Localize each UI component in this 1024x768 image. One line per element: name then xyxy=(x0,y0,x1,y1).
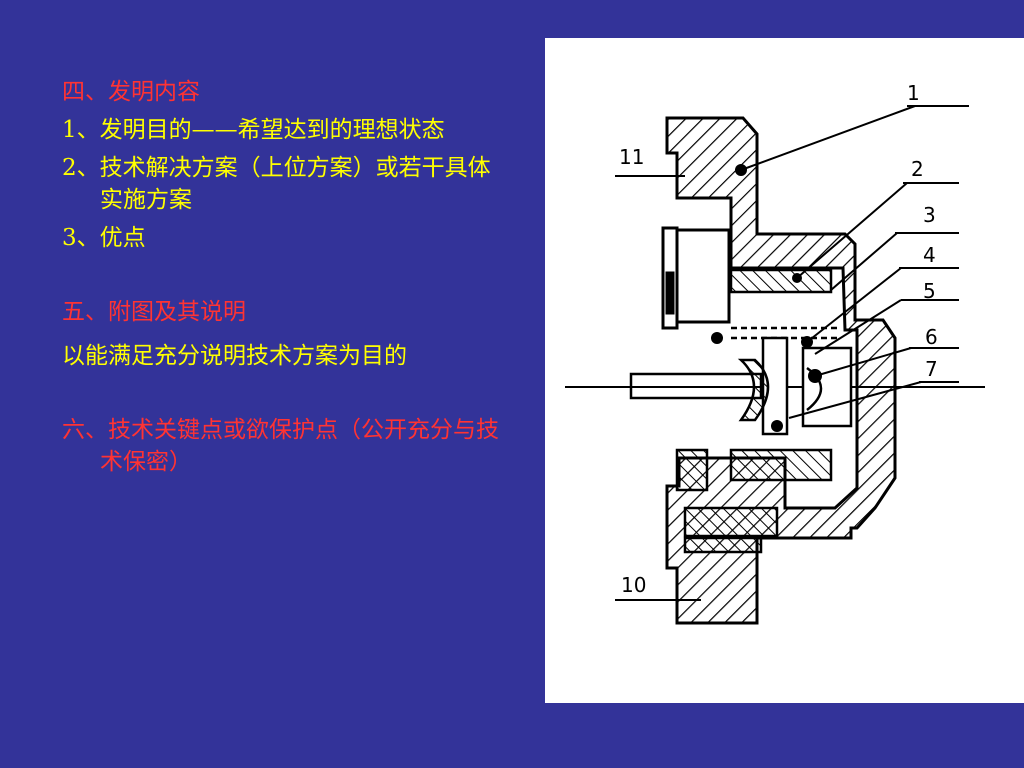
leader-lines xyxy=(615,105,969,601)
callout-1: 1 xyxy=(907,81,920,105)
callout-5: 5 xyxy=(923,279,936,303)
heading-key-points: 六、技术关键点或欲保护点（公开充分与技术保密） xyxy=(62,417,499,475)
item-technical-solution: 2、技术解决方案（上位方案）或若干具体实施方案 xyxy=(62,155,491,213)
outline-text: 四、发明内容 1、发明目的——希望达到的理想状态 2、技术解决方案（上位方案）或… xyxy=(62,76,502,478)
patent-cross-section-drawing: 1 2 3 4 5 6 7 10 11 xyxy=(565,81,985,625)
patent-drawing-panel: 1 2 3 4 5 6 7 10 11 xyxy=(545,38,1024,703)
callout-7: 7 xyxy=(925,357,938,381)
callout-6: 6 xyxy=(925,325,938,349)
left-cover xyxy=(661,226,731,330)
callout-labels: 1 2 3 4 5 6 7 10 11 xyxy=(619,81,938,597)
item-invention-purpose: 1、发明目的——希望达到的理想状态 xyxy=(62,117,445,143)
callout-11: 11 xyxy=(619,145,644,169)
callout-2: 2 xyxy=(911,157,924,181)
callout-4: 4 xyxy=(923,243,936,267)
shaft xyxy=(565,336,985,436)
callout-3: 3 xyxy=(923,203,936,227)
callout-10: 10 xyxy=(621,573,646,597)
housing xyxy=(665,116,897,625)
heading-drawings: 五、附图及其说明 xyxy=(62,299,246,325)
item-advantages: 3、优点 xyxy=(62,225,146,251)
item-drawings-purpose: 以能满足充分说明技术方案为目的 xyxy=(62,343,407,369)
heading-invention-content: 四、发明内容 xyxy=(62,79,200,105)
